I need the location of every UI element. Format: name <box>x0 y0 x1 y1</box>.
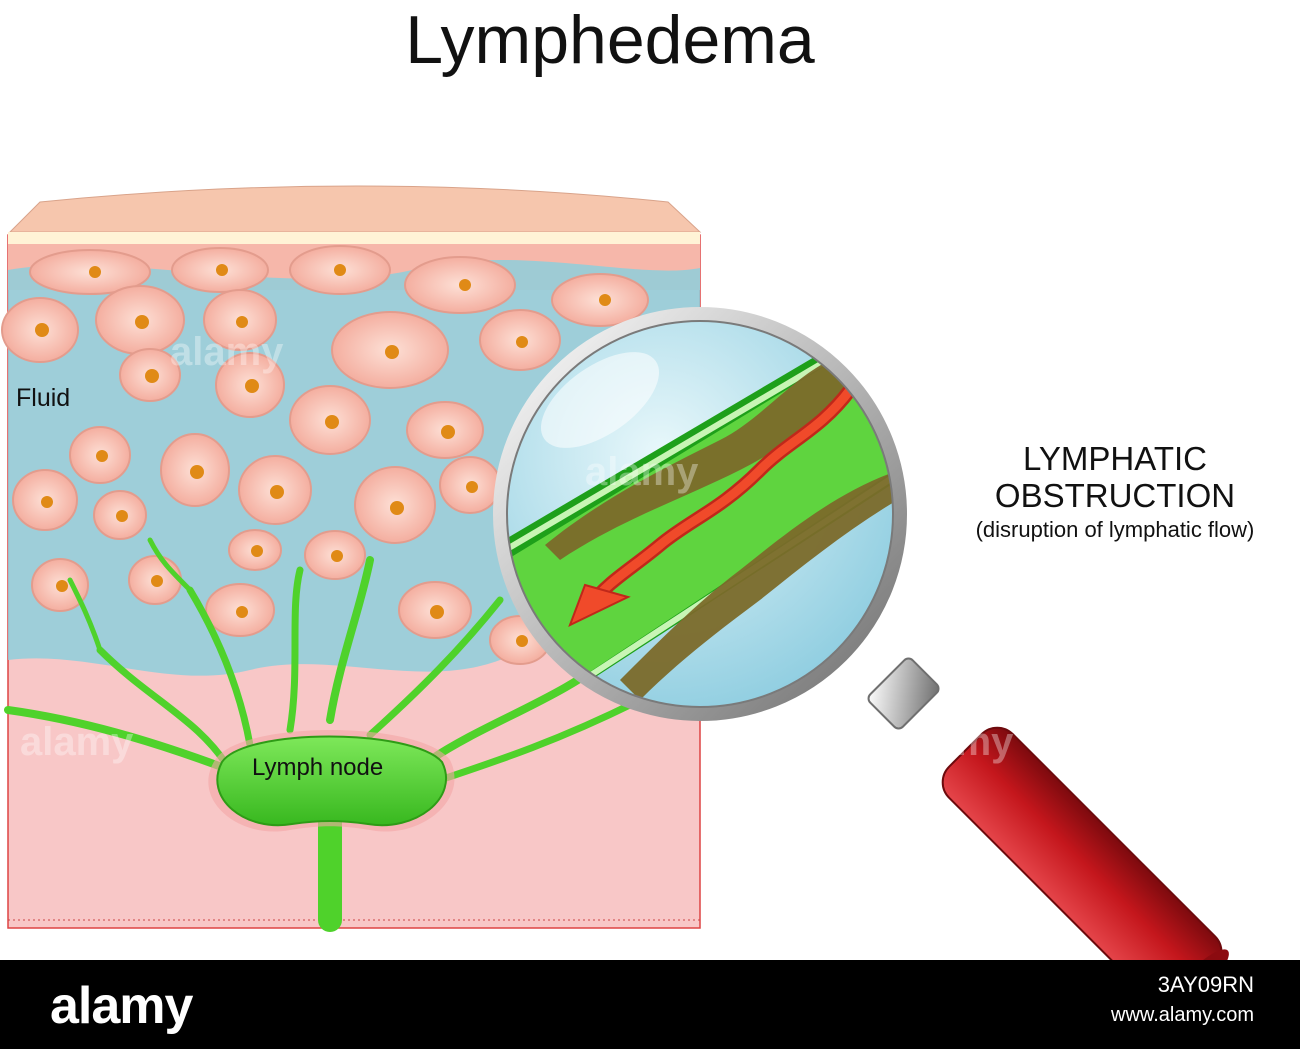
image-id: 3AY09RN <box>1157 972 1254 997</box>
watermark-text: alamy <box>170 330 284 374</box>
lymphatic-obstruction-annotation: LYMPHATIC OBSTRUCTION (disruption of lym… <box>935 440 1295 546</box>
brand-logo: alamy <box>50 977 193 1035</box>
site-url: www.alamy.com <box>1111 1004 1254 1026</box>
footer-bar: alamy 3AY09RN www.alamy.com <box>0 960 1300 1049</box>
magnifier-frame <box>493 307 1229 960</box>
annotation-line-3: (disruption of lymphatic flow) <box>975 517 1255 542</box>
fluid-label: Fluid <box>16 384 71 412</box>
annotation-line-1: LYMPHATIC <box>1023 440 1207 477</box>
watermark-text: alamy <box>585 450 699 494</box>
diagram-title: Lymphedema <box>405 2 815 78</box>
watermark-text: alamy <box>900 720 1014 764</box>
magnifier-lens <box>504 318 896 710</box>
lymph-node-label: Lymph node <box>252 754 384 781</box>
lymphedema-illustration <box>1 185 1229 960</box>
lymph-node <box>208 730 455 832</box>
annotation-line-2: OBSTRUCTION <box>994 477 1236 514</box>
tissue-cells <box>1 245 649 665</box>
watermark-text: alamy <box>20 720 134 764</box>
